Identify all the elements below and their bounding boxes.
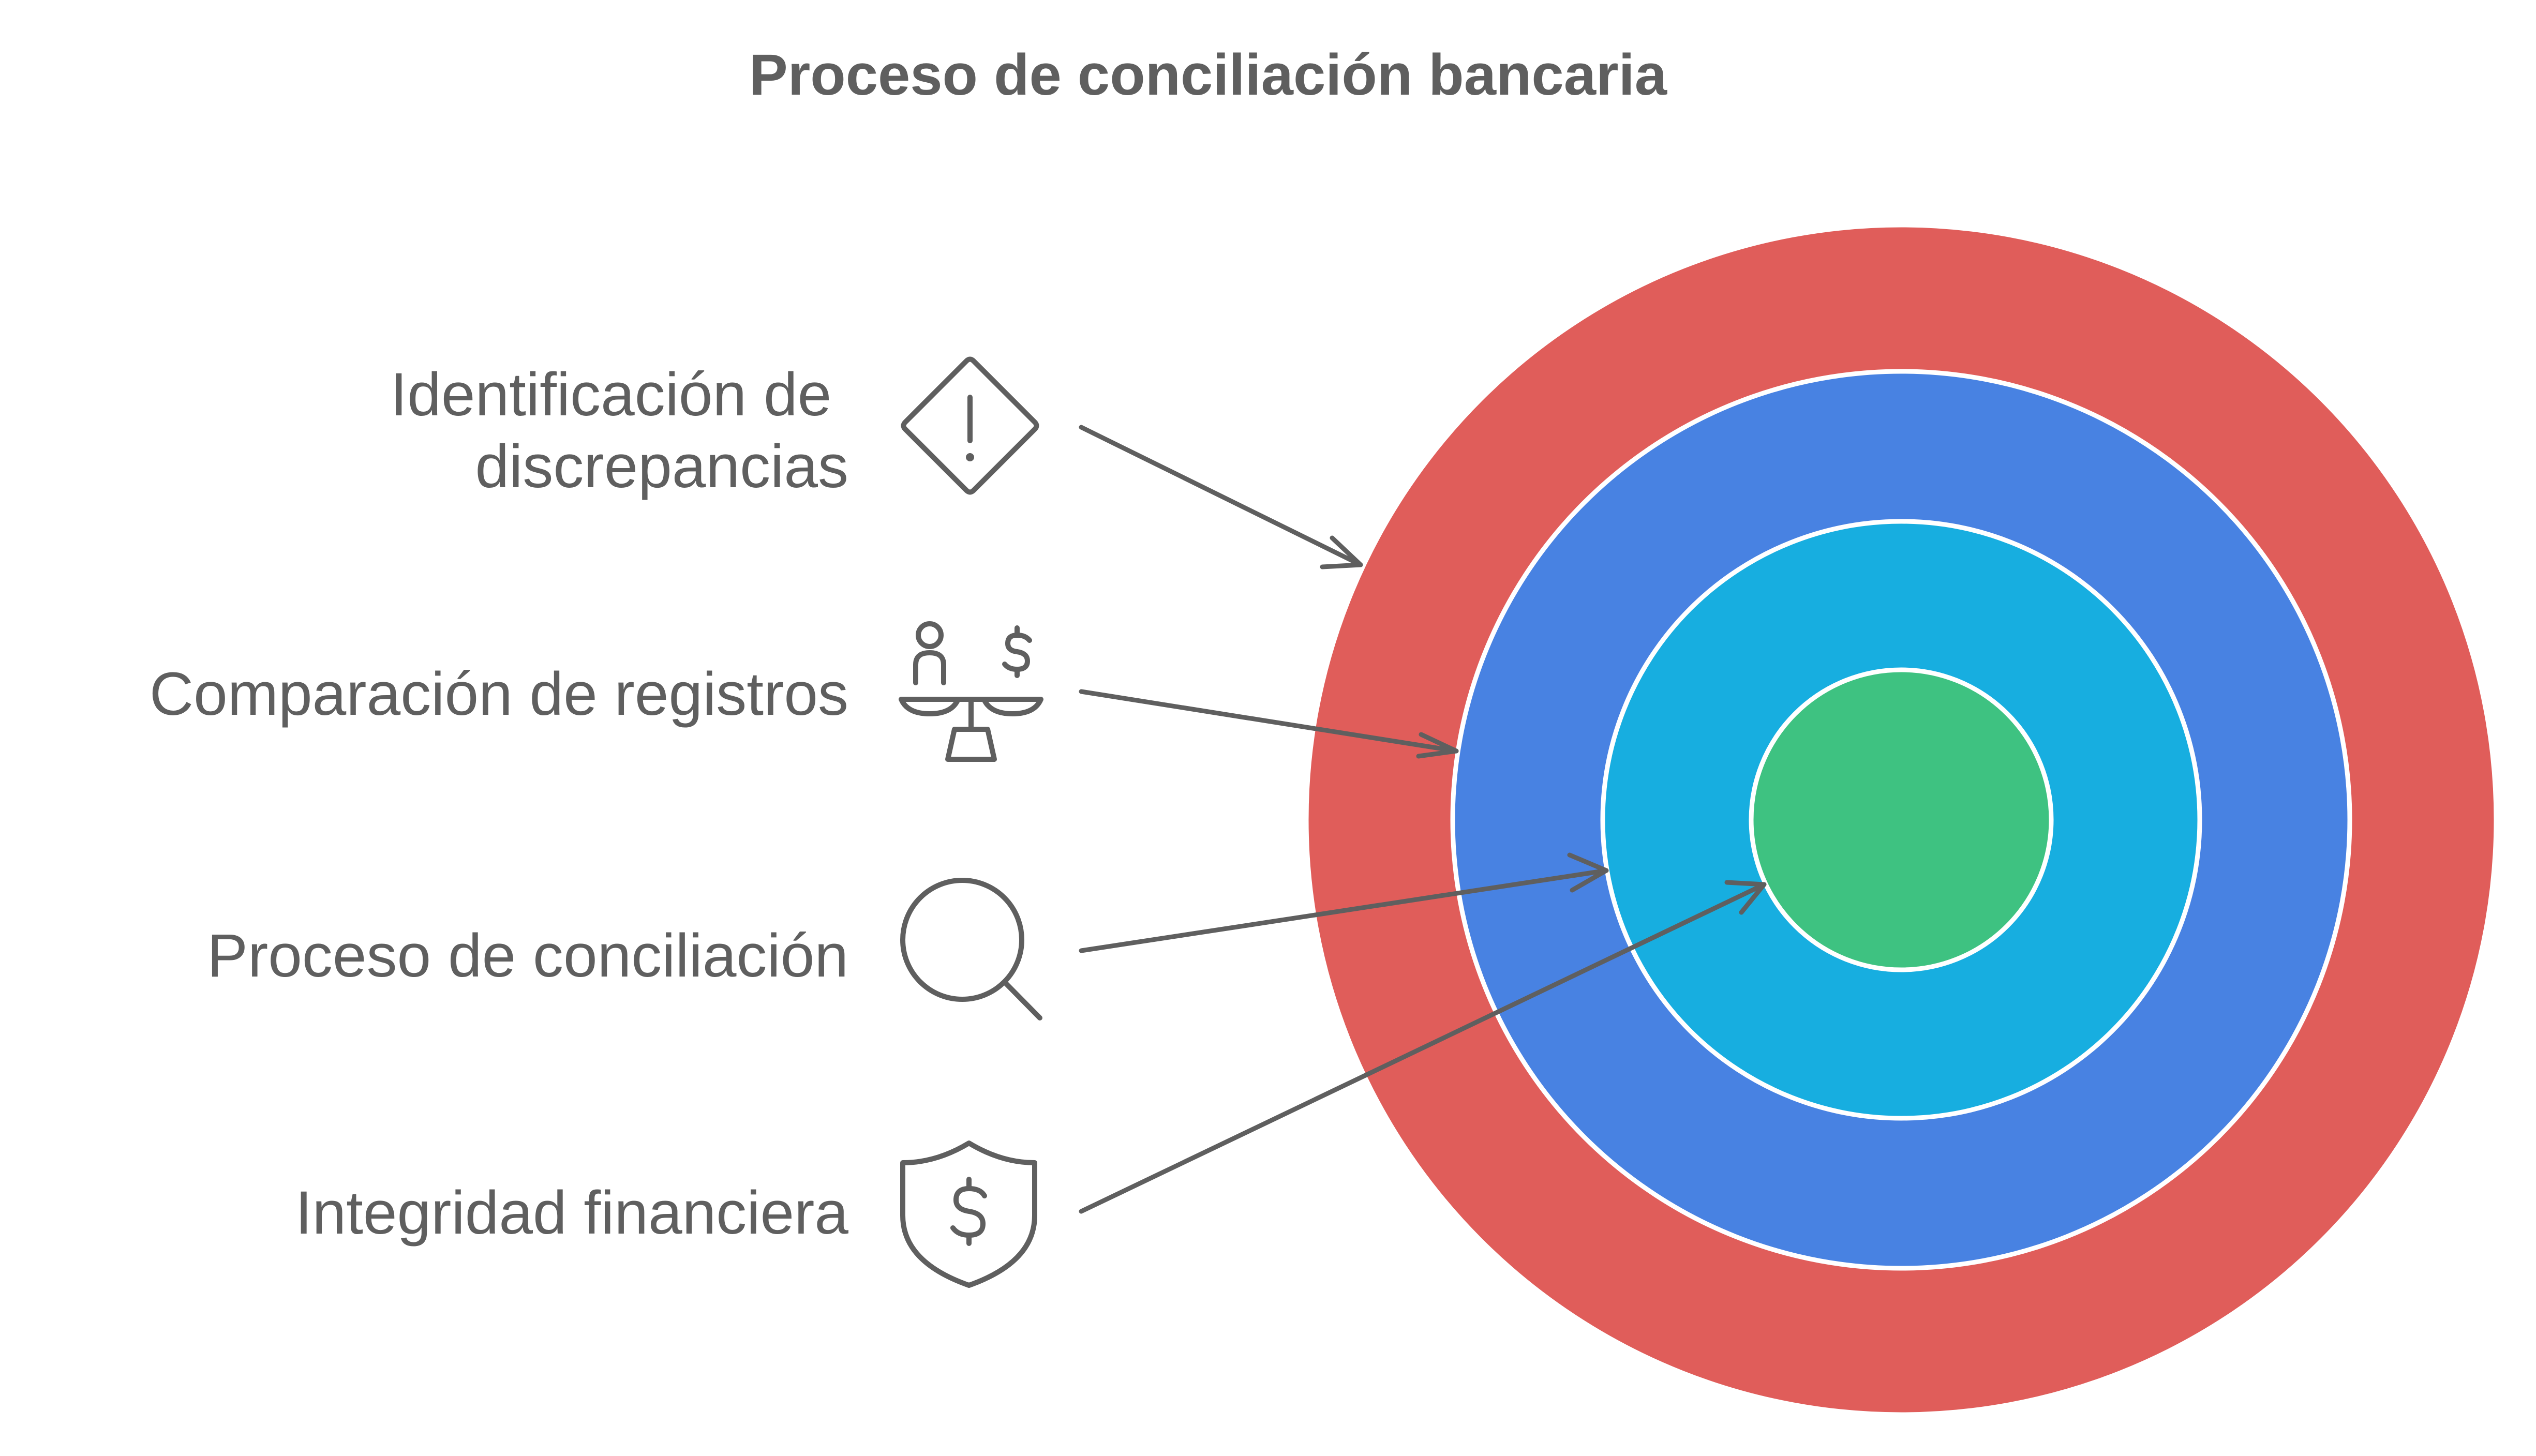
arrow-identificacion	[1079, 425, 1363, 569]
item-label-line: Integridad financiera	[295, 1179, 849, 1247]
arrow-comparacion	[1079, 689, 1459, 759]
magnifier-icon	[900, 878, 1042, 1020]
diagram-title: Proceso de conciliación bancaria	[749, 42, 1667, 107]
shield-dollar-icon	[900, 1140, 1037, 1288]
ring-core	[1749, 667, 2054, 972]
item-label: Proceso de conciliación	[207, 922, 848, 990]
item-label-line: Comparación de registros	[150, 660, 848, 728]
item-label-line: Identificación de	[390, 361, 831, 429]
item-label: Integridad financiera	[295, 1179, 849, 1247]
item-label-line: Proceso de conciliación	[207, 922, 848, 990]
item-integridad: Integridad financiera	[295, 880, 1767, 1288]
item-comparacion: Comparación de registros	[150, 621, 1459, 762]
item-label: Identificación de discrepancias	[390, 361, 848, 501]
balance-scale-icon	[899, 621, 1043, 762]
arrow-proceso	[1079, 852, 1609, 953]
item-proceso: Proceso de conciliación	[207, 852, 1609, 1020]
warning-diamond-icon	[901, 356, 1039, 495]
item-label: Comparación de registros	[150, 660, 848, 728]
concentric-rings	[1304, 222, 2499, 1417]
item-label-line: discrepancias	[475, 432, 848, 501]
item-identificacion: Identificación de discrepancias	[390, 356, 1363, 569]
arrow-integridad	[1079, 880, 1767, 1214]
